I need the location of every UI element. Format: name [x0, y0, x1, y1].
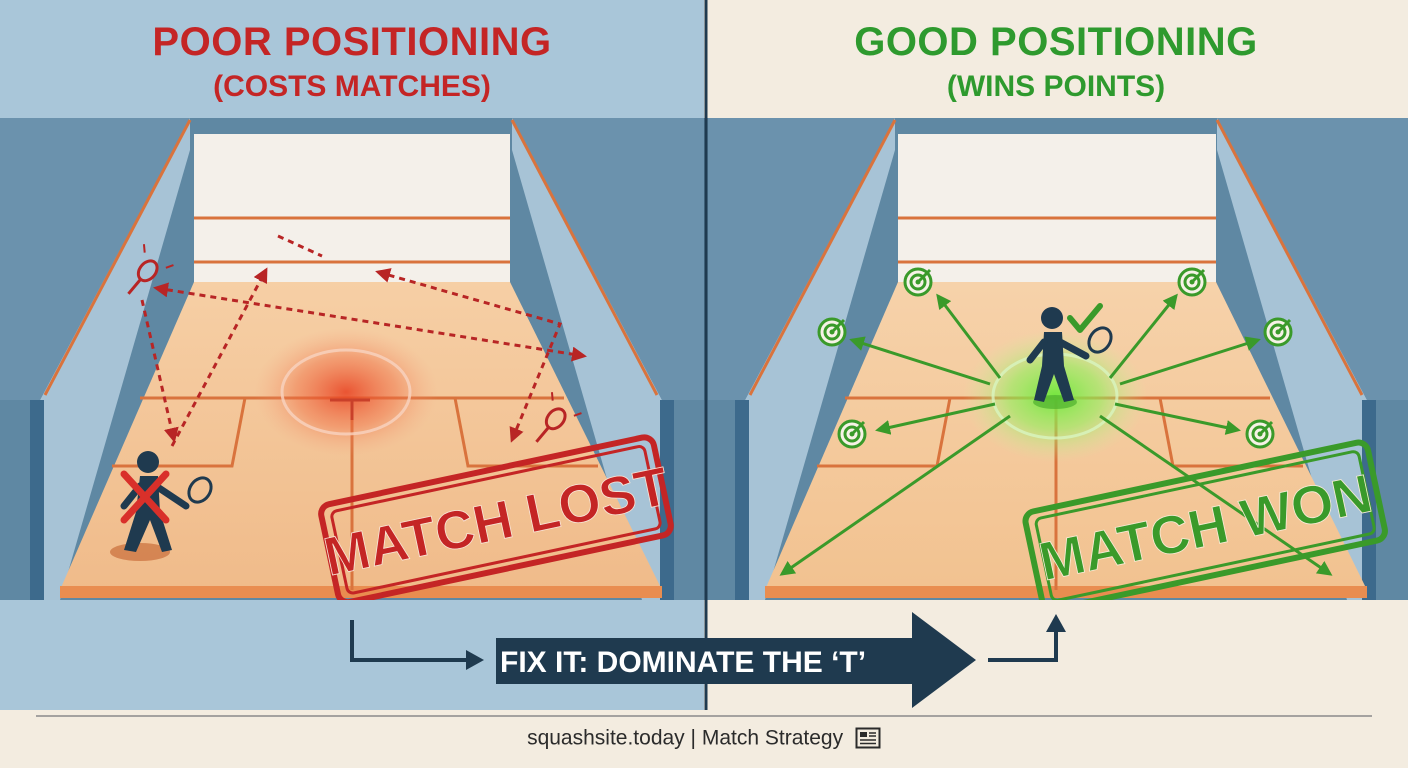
- footer-separator: |: [690, 726, 696, 750]
- footer: squashsite.today | Match Strategy: [0, 726, 1408, 750]
- target-icon: [1177, 267, 1207, 297]
- x-cross-icon: [120, 470, 170, 524]
- racket-icon: [535, 392, 582, 443]
- efficient-movement-arrows: [779, 293, 1333, 576]
- racket-icon: [127, 244, 174, 295]
- fix-it-banner: [350, 612, 1066, 708]
- target-icon: [1245, 419, 1275, 449]
- target-icon: [903, 267, 933, 297]
- left-panel-subtitle: (COSTS MATCHES): [213, 70, 491, 103]
- left-panel: MATCH LOST: [0, 0, 704, 606]
- fix-it-label: FIX IT: DOMINATE THE ‘T’: [500, 646, 867, 679]
- footer-site: squashsite.today: [527, 726, 685, 750]
- target-icon: [817, 317, 847, 347]
- player-icon: [1026, 303, 1113, 409]
- right-panel: MATCH WON: [704, 0, 1408, 613]
- target-icon: [837, 419, 867, 449]
- check-icon: [1067, 303, 1103, 333]
- target-icon: [1263, 317, 1293, 347]
- footer-section: Match Strategy: [701, 726, 844, 750]
- right-panel-title: GOOD POSITIONING: [854, 20, 1258, 64]
- newspaper-icon: [855, 727, 881, 749]
- left-panel-title: POOR POSITIONING: [152, 20, 552, 64]
- right-panel-subtitle: (WINS POINTS): [946, 70, 1166, 103]
- inefficient-movement-arrows: [140, 234, 587, 447]
- player-icon: [110, 451, 213, 561]
